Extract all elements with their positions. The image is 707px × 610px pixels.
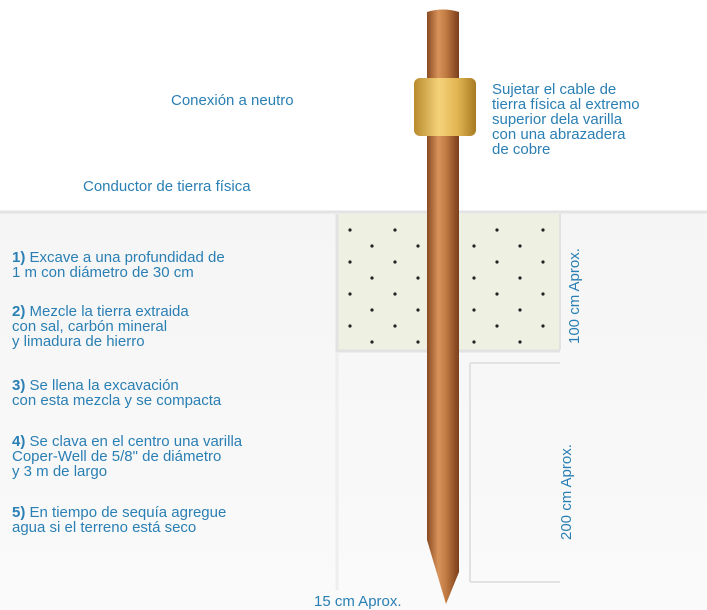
step-number: 2) [12,303,26,320]
step-3: 3) Se llena la excavación con esta mezcl… [12,378,221,408]
clamp-note: Sujetar el cable de tierra física al ext… [492,81,640,158]
soil-dots [348,228,545,344]
step-text: Se clava en el centro una varilla Coper-… [12,433,243,480]
step-text: En tiempo de sequía agregue agua si el t… [12,504,227,536]
step-text: Excave a una profundidad de 1 m con diám… [12,249,225,281]
step-number: 1) [12,249,26,266]
depth-200-label: 200 cm Aprox. [558,444,575,540]
copper-clamp [414,78,476,136]
ground-conductor-label: Conductor de tierra física [83,178,251,195]
step-text: Mezcle la tierra extraida con sal, carbó… [12,303,189,350]
step-number: 4) [12,433,26,450]
width-15-label: 15 cm Aprox. [314,593,402,610]
neutral-connection-label: Conexión a neutro [171,92,294,109]
step-2: 2) Mezcle la tierra extraida con sal, ca… [12,304,189,349]
step-1: 1) Excave a una profundidad de 1 m con d… [12,250,225,280]
copper-rod [427,9,459,604]
step-5: 5) En tiempo de sequía agregue agua si e… [12,505,226,535]
step-number: 3) [12,377,26,394]
step-4: 4) Se clava en el centro una varilla Cop… [12,434,242,479]
depth-100-label: 100 cm Aprox. [566,248,583,344]
step-text: Se llena la excavación con esta mezcla y… [12,377,222,409]
step-number: 5) [12,504,26,521]
